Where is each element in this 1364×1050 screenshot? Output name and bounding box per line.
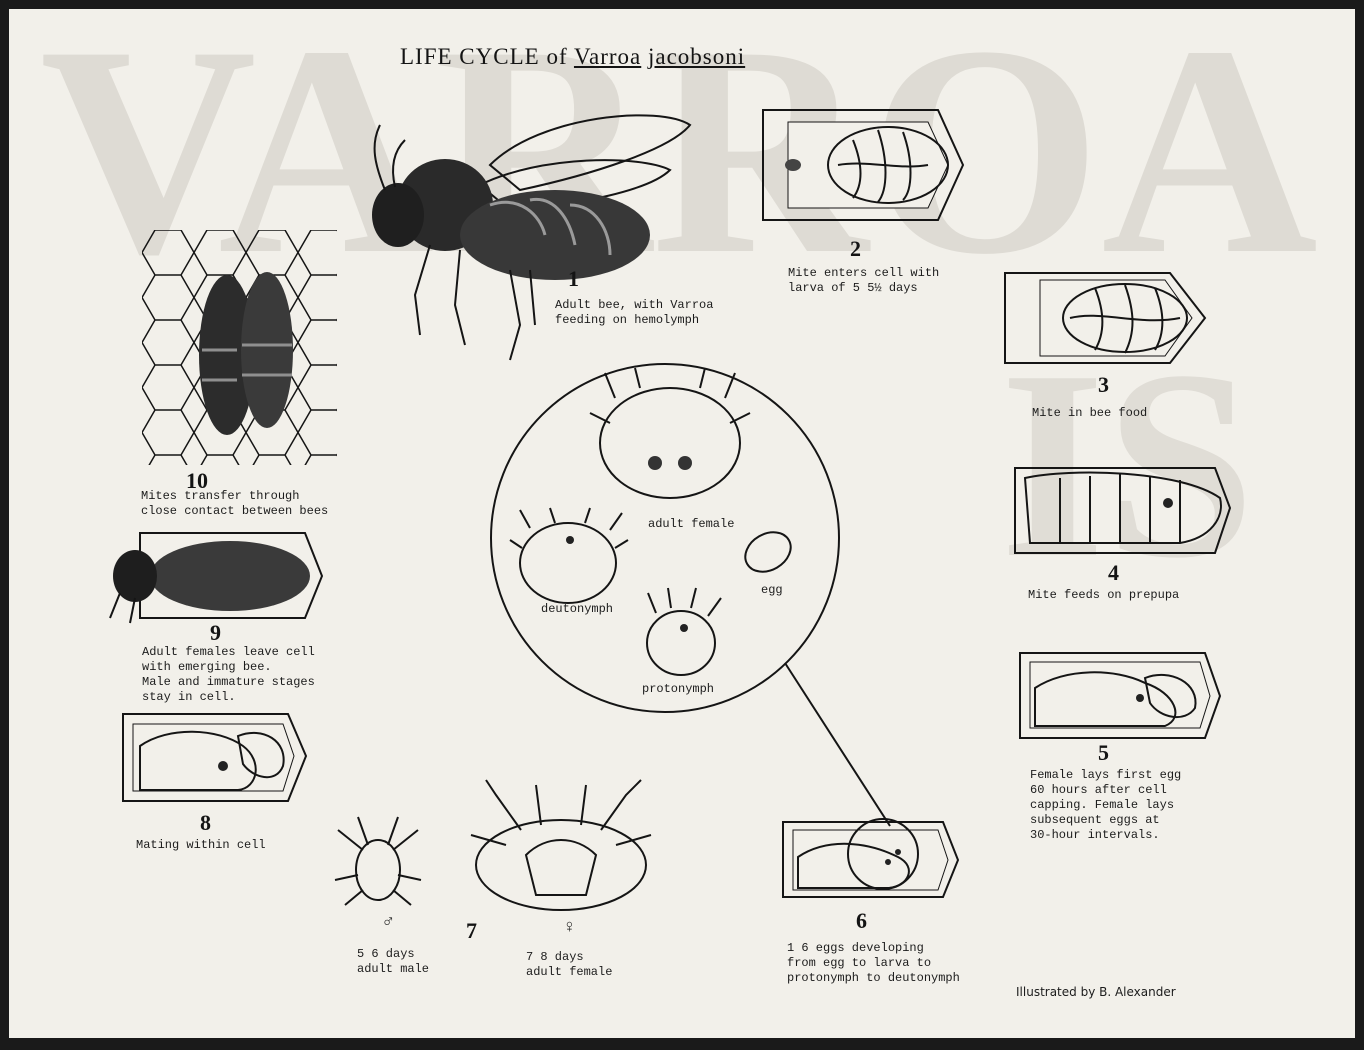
illustrator-credit: Illustrated by B. Alexander	[1016, 985, 1176, 999]
cell-larva-2-illustration	[758, 100, 978, 230]
title-genus: Varroa	[574, 44, 641, 69]
label-egg: egg	[761, 583, 783, 597]
page-title: LIFE CYCLE of Varroa jacobsoni	[400, 44, 745, 70]
mite-egg-drawing	[738, 525, 798, 580]
stage-2-number: 2	[850, 236, 861, 262]
mite-adult-female-drawing	[585, 368, 755, 503]
label-deutonymph: deutonymph	[541, 602, 613, 616]
cell-larva-3-illustration	[1000, 258, 1215, 373]
stage-6-number: 6	[856, 908, 867, 934]
male-symbol: ♂	[383, 912, 394, 932]
stage-3-caption: Mite in bee food	[1032, 406, 1147, 421]
adult-female-mite-7-illustration	[466, 775, 656, 915]
stage-8-number: 8	[200, 810, 211, 836]
stage-9-caption: Adult females leave cell with emerging b…	[142, 645, 315, 705]
title-prefix: LIFE CYCLE of	[400, 44, 568, 69]
stage-3-number: 3	[1098, 372, 1109, 398]
stage-7-number: 7	[466, 918, 477, 944]
stage-1-number: 1	[568, 266, 579, 292]
female-symbol: ♀	[564, 918, 575, 938]
stage-4-number: 4	[1108, 560, 1119, 586]
adult-male-mite-illustration	[333, 815, 423, 910]
stage-10-caption: Mites transfer through close contact bet…	[141, 489, 328, 519]
emerging-bee-9-illustration	[110, 528, 325, 623]
cell-mating-8-illustration	[118, 706, 308, 806]
cell-pupa-5-illustration	[1015, 648, 1225, 743]
label-adult-female: adult female	[648, 517, 734, 531]
label-protonymph: protonymph	[642, 682, 714, 696]
stage-9-number: 9	[210, 620, 221, 646]
honeycomb-bees-10-illustration	[142, 230, 337, 465]
mite-deutonymph-drawing	[510, 508, 630, 608]
stage-8-caption: Mating within cell	[136, 838, 266, 853]
stage-5-number: 5	[1098, 740, 1109, 766]
stage-1-caption: Adult bee, with Varroa feeding on hemoly…	[555, 298, 713, 328]
adult-bee-illustration	[370, 95, 700, 375]
stage-4-caption: Mite feeds on prepupa	[1028, 588, 1179, 603]
cell-prepupa-4-illustration	[1010, 458, 1235, 563]
cell-eggs-6-illustration	[778, 812, 978, 902]
stage-5-caption: Female lays first egg 60 hours after cel…	[1030, 768, 1181, 843]
male-caption: 5 6 days adult male	[357, 947, 429, 977]
stage-7-caption: 7 8 days adult female	[526, 950, 612, 980]
stage-2-caption: Mite enters cell with larva of 5 5½ days	[788, 266, 939, 296]
mite-protonymph-drawing	[636, 588, 731, 683]
stage-6-caption: 1 6 eggs developing from egg to larva to…	[787, 941, 960, 986]
title-species: jacobsoni	[648, 44, 745, 69]
